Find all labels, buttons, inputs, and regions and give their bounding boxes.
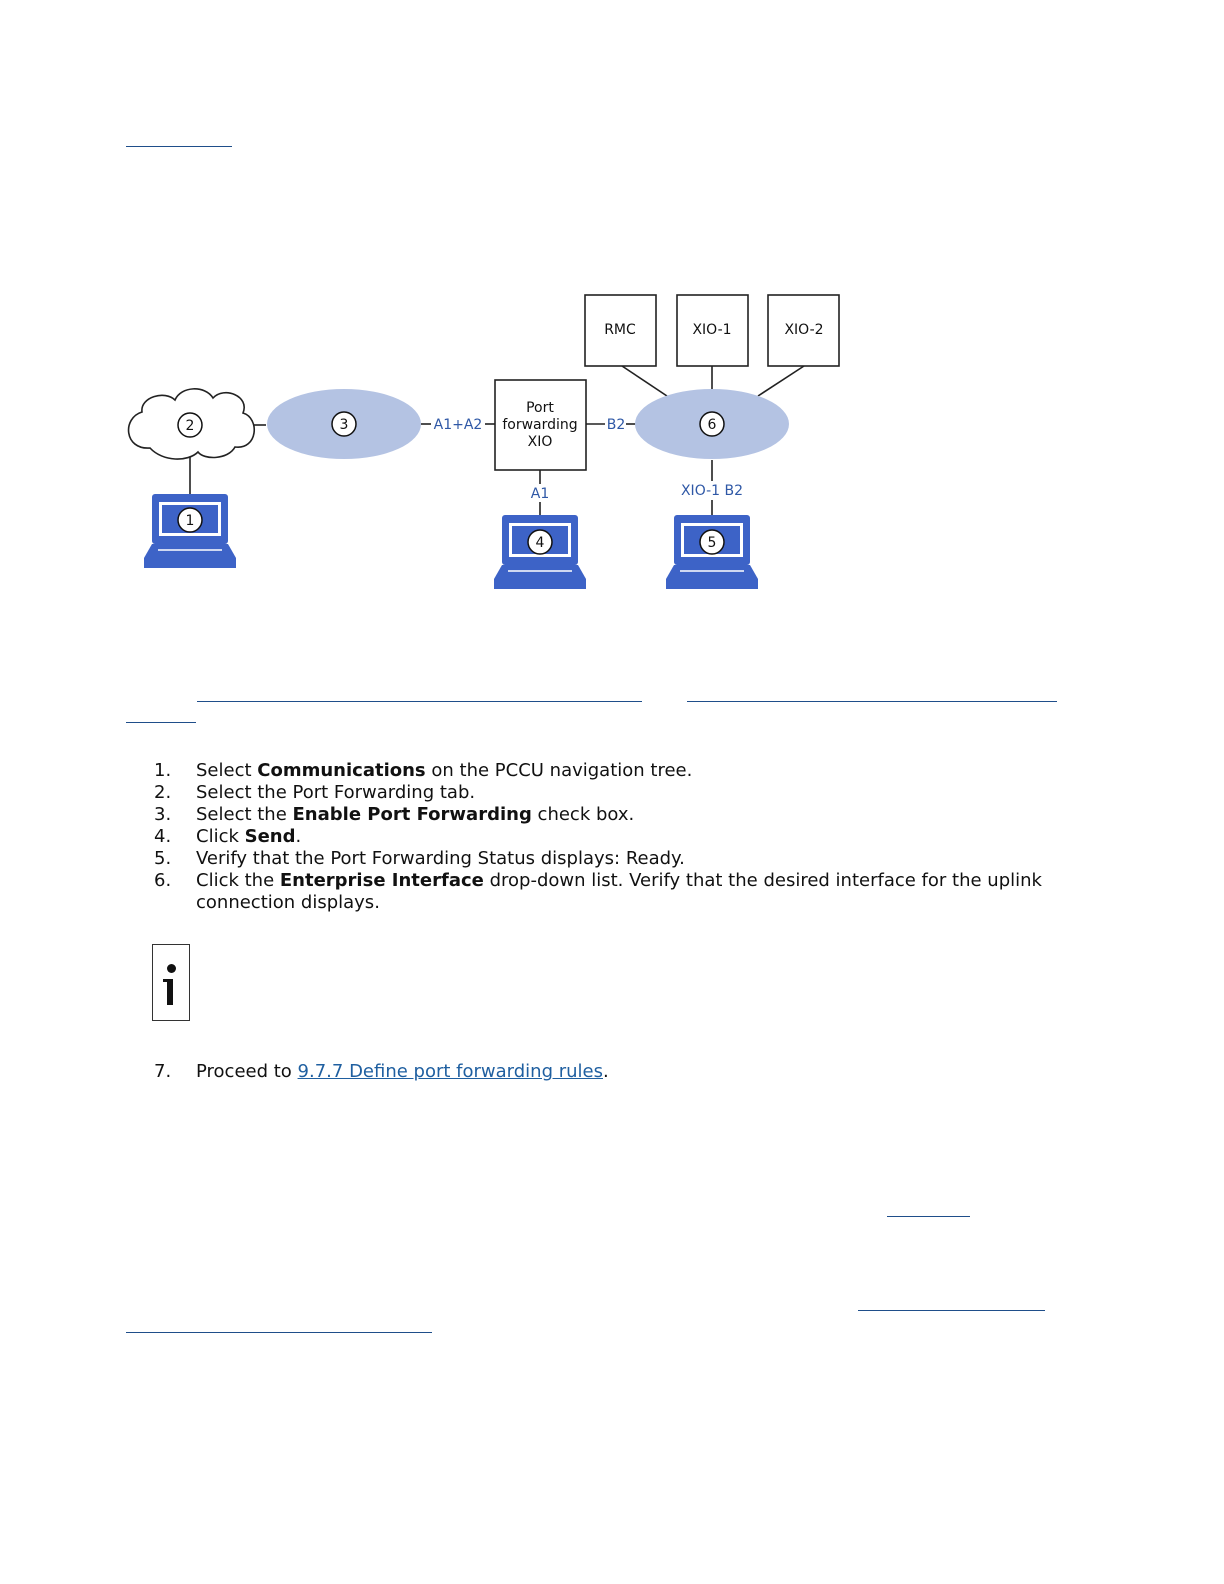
svg-text:6: 6 <box>708 417 717 433</box>
callout-4: 4 <box>527 529 553 555</box>
svg-text:1: 1 <box>186 513 195 529</box>
callout-5: 5 <box>699 529 725 555</box>
link-label-a1a2: A1+A2 <box>434 417 483 433</box>
port-forwarding-xio-box <box>494 379 587 471</box>
step-3: 3.Select the Enable Port Forwarding chec… <box>154 804 635 825</box>
link-label-xio1b2: XIO-1 B2 <box>681 483 743 499</box>
callout-3: 3 <box>331 411 357 437</box>
callout-6: 6 <box>699 411 725 437</box>
svg-text:3: 3 <box>340 417 349 433</box>
step-2: 2.Select the Port Forwarding tab. <box>154 782 476 803</box>
connector-lines <box>189 365 805 515</box>
link-label-b2: B2 <box>607 417 626 433</box>
port-label-line2: forwarding <box>502 417 577 433</box>
callout-1: 1 <box>177 507 203 533</box>
link-underline[interactable] <box>687 701 1057 702</box>
info-icon <box>152 944 190 1021</box>
xio1-label: XIO-1 <box>692 322 731 338</box>
svg-text:2: 2 <box>186 418 195 434</box>
port-label-line3: XIO <box>528 434 553 450</box>
link-underline[interactable] <box>197 701 642 702</box>
xio2-box <box>767 294 840 367</box>
step-7: 7.Proceed to 9.7.7 Define port forwardin… <box>154 1061 609 1082</box>
port-label-line1: Port <box>526 400 554 416</box>
xio1-box <box>676 294 749 367</box>
xio2-label: XIO-2 <box>784 322 823 338</box>
link-underline[interactable] <box>126 722 196 723</box>
port-forwarding-diagram: RMC XIO-1 XIO-2 Port forwarding XIO A1+A… <box>127 294 840 590</box>
link-underline[interactable] <box>887 1216 970 1217</box>
svg-text:5: 5 <box>708 535 717 551</box>
step-1: 1.Select Communications on the PCCU navi… <box>154 760 693 781</box>
procedure-steps: 1.Select Communications on the PCCU navi… <box>150 760 1046 914</box>
callout-2: 2 <box>177 412 203 438</box>
step-6: 6.Click the Enterprise Interface drop-do… <box>154 870 1042 913</box>
step-4: 4.Click Send. <box>154 826 302 847</box>
rmc-label: RMC <box>604 322 636 338</box>
link-underline[interactable] <box>126 1332 432 1333</box>
link-label-a1: A1 <box>531 486 549 502</box>
svg-text:4: 4 <box>536 535 545 551</box>
step-5: 5.Verify that the Port Forwarding Status… <box>154 848 685 869</box>
rmc-box <box>584 294 657 367</box>
link-underline[interactable] <box>858 1310 1045 1311</box>
link-underline[interactable] <box>126 146 232 147</box>
define-port-forwarding-rules-link[interactable]: 9.7.7 Define port forwarding rules <box>297 1061 603 1082</box>
